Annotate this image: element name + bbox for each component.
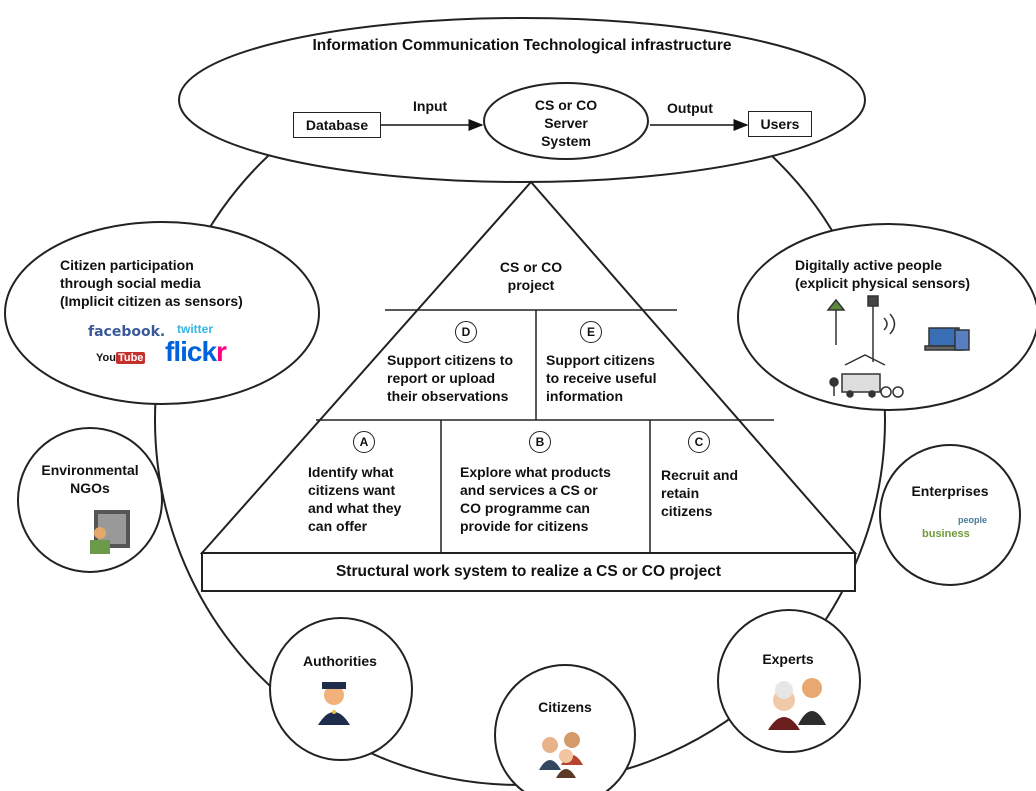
enterprises-circle <box>879 444 1021 586</box>
wordcloud-business: business <box>922 528 970 540</box>
output-label: Output <box>667 100 713 116</box>
experts-icon <box>768 678 826 730</box>
sensor-icons <box>826 295 970 398</box>
experts-label: Experts <box>762 651 814 667</box>
base-label: Structural work system to realize a CS o… <box>335 563 722 580</box>
letter-e: E <box>580 321 602 343</box>
base-rect <box>201 552 856 592</box>
ict-title: Information Communication Technological … <box>312 37 732 54</box>
experts-circle <box>717 609 861 753</box>
project-title: CS or CO project <box>499 259 563 293</box>
flickr-logo-r: r <box>216 336 227 367</box>
flickr-logo: flickr <box>165 336 227 368</box>
police-officer-icon <box>318 682 350 725</box>
digital-ellipse <box>737 223 1036 411</box>
wordcloud-people: people <box>958 515 988 525</box>
twitter-logo: twitter <box>177 322 213 336</box>
social-ellipse <box>4 221 320 405</box>
youtube-logo-you: You <box>96 352 116 364</box>
users-box: Users <box>748 111 812 137</box>
server-label: CS or CO Server System <box>534 97 598 149</box>
letter-d: D <box>455 321 477 343</box>
server-ellipse <box>483 82 649 160</box>
social-node-label: Citizen participation through social med… <box>60 257 243 309</box>
letter-b: B <box>529 431 551 453</box>
section-e-text: Support citizens to receive useful infor… <box>546 352 657 404</box>
citizens-circle <box>494 664 636 791</box>
enterprises-label: Enterprises <box>911 483 989 499</box>
citizens-group-icon <box>539 732 583 778</box>
ngo-computer-icon <box>90 510 130 554</box>
citizens-label: Citizens <box>538 699 592 715</box>
letter-a: A <box>353 431 375 453</box>
input-label: Input <box>413 98 448 114</box>
letter-c: C <box>688 431 710 453</box>
digital-node-label: Digitally active people (explicit physic… <box>795 257 971 291</box>
section-b-text: Explore what products and services a CS … <box>460 464 611 534</box>
database-box: Database <box>293 112 381 138</box>
section-c-text: Recruit and retain citizens <box>661 467 739 519</box>
authorities-label: Authorities <box>303 653 377 669</box>
section-a-text: Identify what citizens want and what the… <box>308 464 402 534</box>
facebook-logo: facebook. <box>88 324 166 340</box>
ngos-label: Environmental NGOs <box>41 462 139 496</box>
youtube-logo-tube: Tube <box>115 352 146 364</box>
section-d-text: Support citizens to report or upload the… <box>387 352 513 404</box>
flickr-logo-flick: flick <box>165 336 217 367</box>
